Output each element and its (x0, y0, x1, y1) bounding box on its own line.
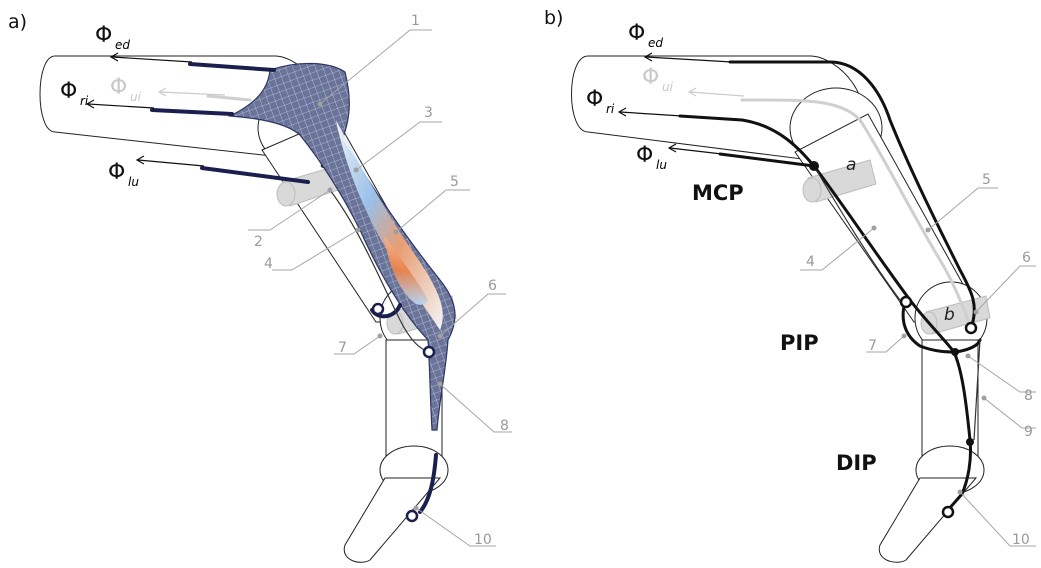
panel-b-joint-dip: DIP (836, 451, 877, 475)
svg-text:Φ: Φ (642, 65, 659, 90)
panel-b-node-pip (951, 348, 959, 356)
panel-b-node-mcp (809, 161, 819, 171)
panel-b-joint-pip: PIP (780, 331, 819, 355)
svg-text:Φ: Φ (628, 21, 645, 46)
panel-a-callout-3: 3 (354, 105, 443, 173)
svg-text:5: 5 (982, 172, 991, 188)
panel-a-label-lu: Φ lu (108, 160, 139, 189)
panel-a-distal-phalanx (344, 478, 440, 562)
svg-text:ri: ri (80, 94, 89, 108)
panel-a-ring-7 (373, 304, 383, 314)
panel-b-joint-mcp: MCP (692, 181, 744, 205)
svg-text:10: 10 (474, 532, 492, 548)
svg-text:7: 7 (868, 338, 877, 354)
svg-text:7: 7 (338, 340, 347, 356)
svg-text:6: 6 (488, 278, 497, 294)
svg-text:ri: ri (606, 102, 615, 116)
panel-b-ring-10 (943, 507, 953, 517)
panel-a-callout-7: 7 (334, 334, 383, 357)
svg-text:5: 5 (450, 174, 459, 190)
panel-b-callout-10: 10 (958, 490, 1037, 549)
svg-text:Φ: Φ (586, 87, 603, 112)
panel-b-node-dip (966, 438, 974, 446)
svg-text:Φ: Φ (108, 160, 125, 185)
panel-b-callout-7: 7 (866, 334, 907, 355)
panel-b-callout-6: 6 (974, 250, 1037, 315)
svg-text:Φ: Φ (60, 79, 77, 104)
svg-text:ui: ui (662, 80, 674, 94)
svg-text:8: 8 (1024, 388, 1033, 404)
svg-text:lu: lu (656, 158, 667, 172)
svg-text:1: 1 (411, 13, 420, 29)
svg-text:2: 2 (254, 234, 263, 250)
panel-b-label-lu: Φ lu (636, 143, 667, 172)
svg-text:Φ: Φ (636, 143, 653, 168)
panel-b-ring-7 (901, 297, 911, 307)
panel-b-finger (572, 56, 988, 562)
panel-a-callout-1: 1 (318, 13, 433, 107)
panel-a-finger (40, 56, 454, 562)
svg-text:6: 6 (1022, 250, 1031, 266)
svg-text:ed: ed (648, 36, 663, 50)
panel-b-label-ed: Φ ed (628, 21, 663, 50)
panel-a-label-ed: Φ ed (95, 23, 130, 52)
panel-b-label: b) (544, 7, 563, 29)
panel-b-pin-a-cap (803, 178, 821, 202)
panel-a-ring-10 (407, 511, 417, 521)
panel-a-callout-8: 8 (438, 382, 513, 435)
panel-a: a) a b (8, 11, 512, 562)
panel-a-pin-a-cap (277, 182, 295, 206)
svg-text:ed: ed (115, 38, 130, 52)
svg-text:lu: lu (128, 175, 139, 189)
svg-text:9: 9 (1024, 424, 1033, 440)
svg-text:4: 4 (264, 256, 273, 272)
panel-a-label: a) (8, 11, 27, 33)
svg-text:ui: ui (130, 90, 142, 104)
svg-text:Φ: Φ (95, 23, 112, 48)
panel-a-ring-6 (424, 347, 434, 357)
panel-a-callout-5: 5 (394, 174, 471, 235)
svg-text:3: 3 (424, 105, 433, 121)
svg-text:8: 8 (500, 418, 509, 434)
svg-text:Φ: Φ (110, 75, 127, 100)
panel-b-callout-5: 5 (926, 172, 999, 233)
panel-b-axis-b: b (944, 305, 955, 325)
panel-a-callout-10: 10 (414, 506, 497, 549)
panel-a-arrow-lu (137, 156, 204, 166)
panel-b: b) a b (544, 7, 1036, 562)
svg-text:10: 10 (1012, 532, 1030, 548)
svg-text:4: 4 (806, 254, 815, 270)
panel-b-ring-6 (966, 323, 976, 333)
panel-b-axis-a: a (846, 155, 856, 175)
